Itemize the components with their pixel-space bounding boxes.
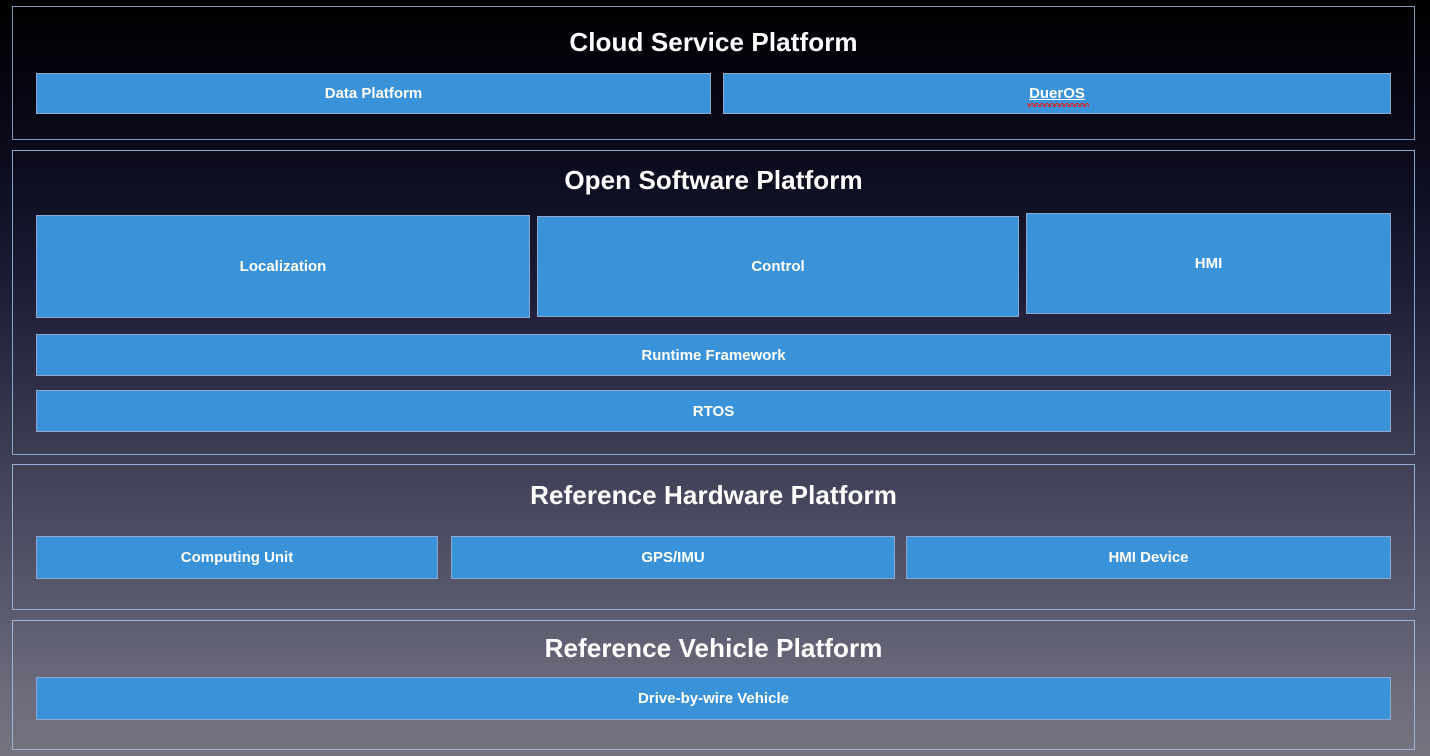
block-label-dueros: DuerOS <box>1027 84 1089 107</box>
layer-panel-reference-hardware-platform: Reference Hardware Platform Computing Un… <box>12 464 1415 610</box>
layer-title-open-software-platform: Open Software Platform <box>564 165 863 195</box>
block-label-runtime-framework: Runtime Framework <box>641 346 786 364</box>
block-drive-by-wire-vehicle[interactable]: Drive-by-wire Vehicle <box>36 677 1391 720</box>
layer-panel-cloud-service-platform: Cloud Service Platform Data Platform Due… <box>12 6 1415 140</box>
layer-title-reference-vehicle-platform: Reference Vehicle Platform <box>544 633 883 663</box>
block-label-data-platform: Data Platform <box>324 85 423 102</box>
block-computing-unit[interactable]: Computing Unit <box>36 536 438 579</box>
layer-title-cloud-service-platform: Cloud Service Platform <box>569 27 858 57</box>
block-label-hmi-device: HMI Device <box>1108 549 1189 566</box>
block-data-platform[interactable]: Data Platform <box>36 73 711 114</box>
block-localization[interactable]: Localization <box>36 215 530 318</box>
layer-panel-reference-vehicle-platform: Reference Vehicle Platform Drive-by-wire… <box>12 620 1415 750</box>
block-dueros[interactable]: DuerOS <box>723 73 1391 114</box>
block-label-rtos: RTOS <box>692 402 735 420</box>
block-hmi-device[interactable]: HMI Device <box>906 536 1391 579</box>
block-hmi[interactable]: HMI <box>1026 213 1391 314</box>
block-label-control: Control <box>751 258 805 275</box>
block-rtos[interactable]: RTOS <box>36 390 1391 432</box>
block-label-hmi: HMI <box>1194 255 1223 272</box>
block-runtime-framework[interactable]: Runtime Framework <box>36 334 1391 376</box>
block-control[interactable]: Control <box>537 216 1019 317</box>
block-gps-imu[interactable]: GPS/IMU <box>451 536 895 579</box>
block-label-localization: Localization <box>239 258 327 275</box>
layer-title-reference-hardware-platform: Reference Hardware Platform <box>530 480 897 510</box>
layer-panel-open-software-platform: Open Software Platform Localization Cont… <box>12 150 1415 455</box>
block-label-computing-unit: Computing Unit <box>180 549 294 566</box>
block-label-gps-imu: GPS/IMU <box>641 549 705 566</box>
block-label-drive-by-wire-vehicle: Drive-by-wire Vehicle <box>638 690 789 707</box>
